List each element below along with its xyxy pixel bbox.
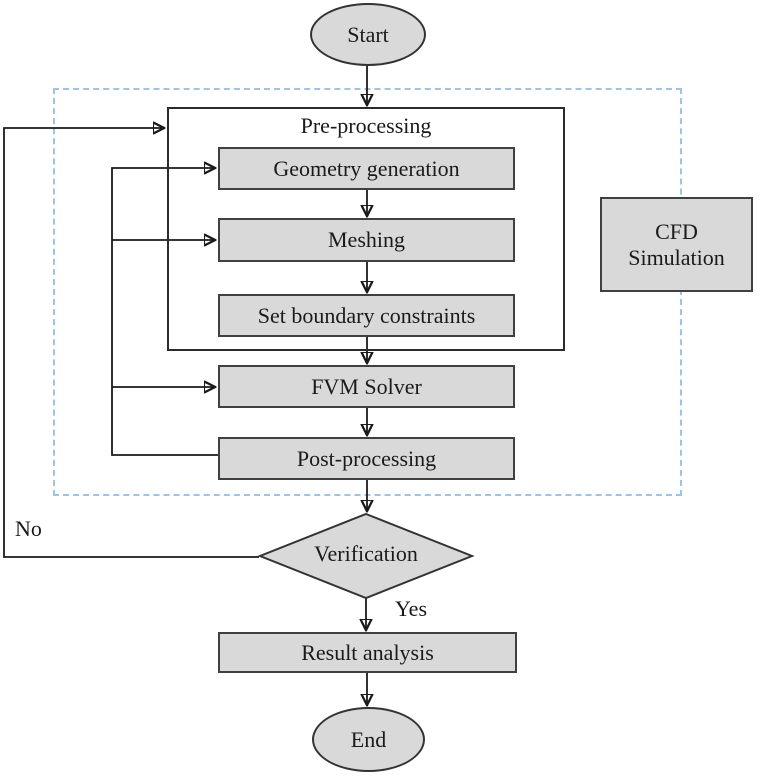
node-fvm-solver: FVM Solver: [218, 365, 515, 408]
node-post-processing-label: Post-processing: [296, 445, 437, 471]
node-end: End: [312, 707, 425, 772]
node-preprocessing-container: Pre-processing: [167, 107, 565, 351]
node-result-analysis: Result analysis: [218, 632, 517, 673]
node-set-boundary-constraints-label: Set boundary constraints: [257, 302, 476, 328]
node-end-label: End: [350, 726, 387, 752]
node-result-analysis-label: Result analysis: [301, 639, 434, 665]
node-cfd-simulation-label-line1: CFD: [655, 219, 698, 245]
node-cfd-simulation-label-line2: Simulation: [628, 244, 725, 270]
node-start-label: Start: [347, 21, 389, 47]
node-geometry-generation: Geometry generation: [218, 147, 515, 190]
node-verification-label: Verification: [314, 541, 418, 566]
node-meshing: Meshing: [218, 218, 515, 262]
edge-label-no: No: [15, 516, 42, 541]
node-set-boundary-constraints: Set boundary constraints: [218, 294, 515, 337]
node-meshing-label: Meshing: [328, 227, 405, 253]
node-fvm-solver-label: FVM Solver: [311, 373, 422, 399]
node-geometry-generation-label: Geometry generation: [273, 155, 460, 181]
node-post-processing: Post-processing: [218, 437, 515, 480]
node-preprocessing-label: Pre-processing: [300, 113, 432, 138]
edge-label-yes: Yes: [395, 596, 428, 621]
node-cfd-simulation: CFD Simulation: [600, 197, 753, 292]
node-start: Start: [310, 3, 426, 66]
